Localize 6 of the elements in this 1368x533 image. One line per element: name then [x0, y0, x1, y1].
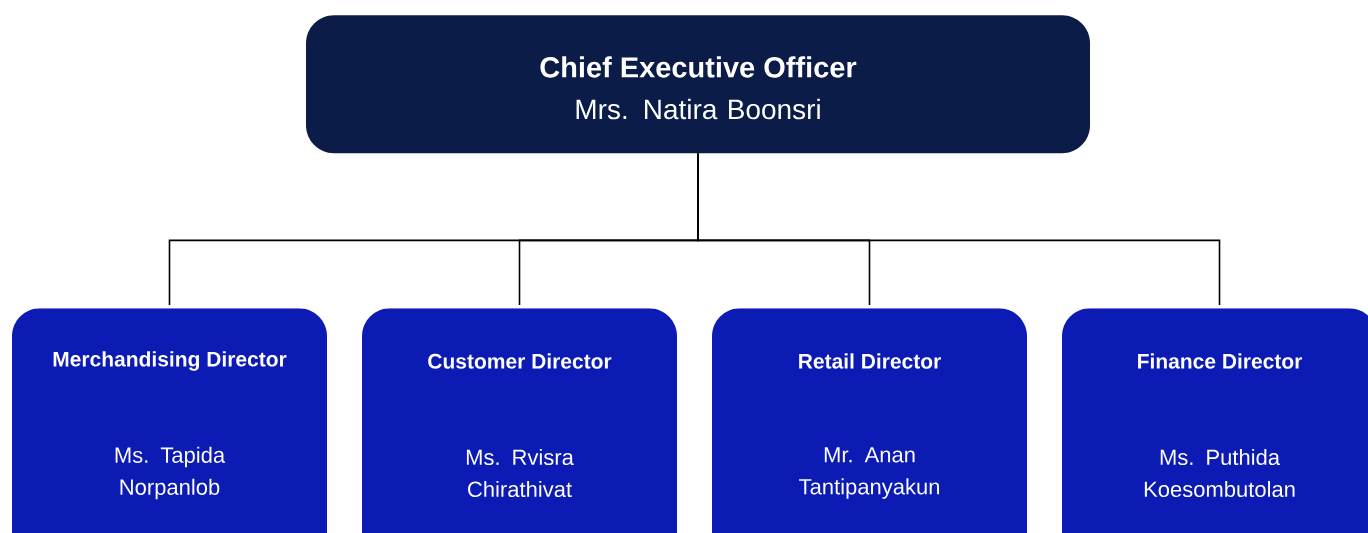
connector-line — [697, 152, 1221, 306]
director-box: Retail Director Mr. Anan Tantipanyakun — [712, 308, 1027, 533]
director-box: Finance Director Ms. Puthida Koesombutolan — [1062, 308, 1368, 533]
director-box: Customer Director Ms. Rvisra Chirathivat — [362, 308, 677, 533]
director-box: Merchandising Director Ms. Tapida Norpanlob — [12, 308, 327, 533]
executive-box: Chief Executive Officer Mrs. Natira Boonsri — [306, 15, 1090, 154]
